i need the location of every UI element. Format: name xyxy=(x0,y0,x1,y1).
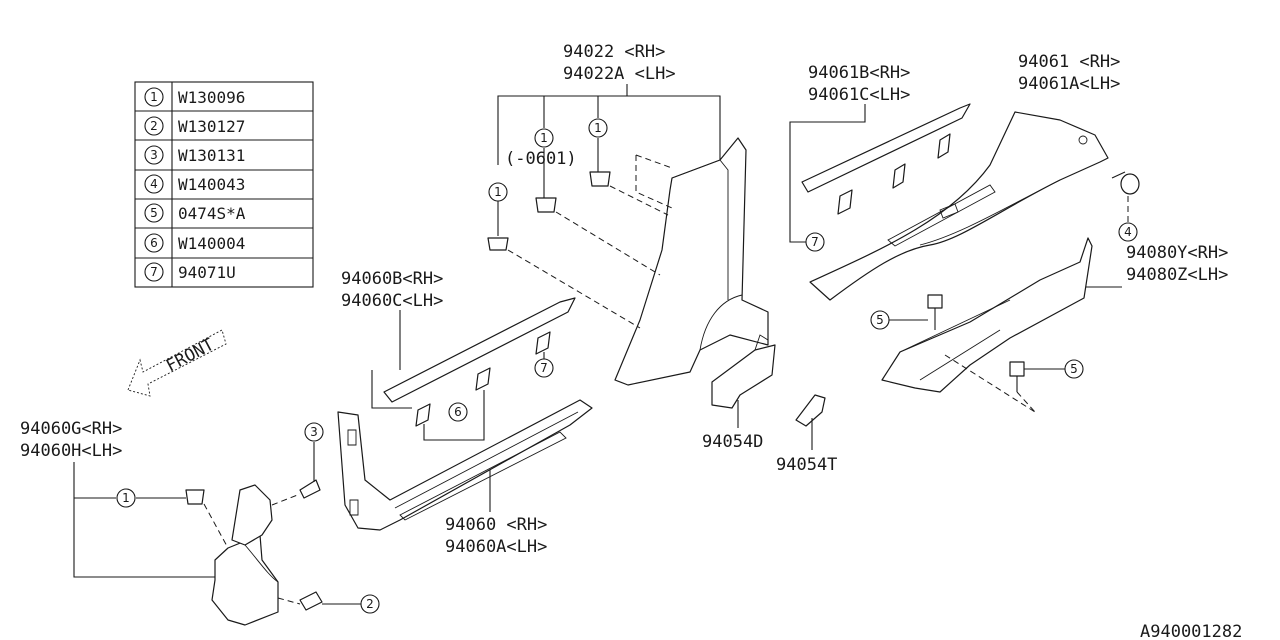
callout-2: 2 xyxy=(366,597,374,611)
cover-94054t: 94054T xyxy=(776,394,837,475)
callout-6: 6 xyxy=(454,405,462,419)
legend-number: 2 xyxy=(150,119,158,133)
label-94060g-rh: 94060G<RH> xyxy=(20,419,122,439)
kick-panel-94060g: 94060G<RH> 94060H<LH> 1 3 2 xyxy=(20,419,380,626)
label-94061c-lh: 94061C<LH> xyxy=(808,85,910,105)
front-arrow: FRONT xyxy=(127,329,227,397)
label-94061a-lh: 94061A<LH> xyxy=(1018,74,1120,94)
label-94022-rh: 94022 <RH> xyxy=(563,42,665,62)
callout-1: 1 xyxy=(122,491,130,505)
legend-number: 7 xyxy=(150,265,158,279)
diagram-id: A940001282 xyxy=(1140,622,1242,640)
legend-row: 3 W130131 xyxy=(144,145,245,165)
legend-number: 3 xyxy=(150,148,158,162)
cover-94054d: 94054D xyxy=(702,334,776,452)
legend-row: 1 W130096 xyxy=(144,87,245,107)
side-sill-trim-94060: 94060 <RH> 94060A<LH> xyxy=(337,399,593,557)
label-94061b-rh: 94061B<RH> xyxy=(808,63,910,83)
front-label: FRONT xyxy=(163,335,218,377)
callout-3: 3 xyxy=(310,425,318,439)
legend-code: 94071U xyxy=(178,263,236,282)
legend-number: 5 xyxy=(150,206,158,220)
label-94080y-rh: 94080Y<RH> xyxy=(1126,243,1228,263)
label-94060c-lh: 94060C<LH> xyxy=(341,291,443,311)
legend-number: 6 xyxy=(150,236,158,250)
legend-code: W130096 xyxy=(178,88,245,107)
label-94080z-lh: 94080Z<LH> xyxy=(1126,265,1228,285)
center-pillar-trim: 94022 <RH> 94022A <LH> 1 1 (-0601) 1 xyxy=(487,42,769,386)
side-sill-trim-94061: 94061 <RH> 94061A<LH> 4 xyxy=(809,52,1140,301)
label-94054t: 94054T xyxy=(776,455,837,475)
callout-1: 1 xyxy=(494,185,502,199)
legend-row: 5 0474S*A xyxy=(144,203,246,223)
scuff-plate-94061b: 94061B<RH> 94061C<LH> 7 xyxy=(789,63,971,252)
bracket-94080y: 94080Y<RH> 94080Z<LH> 5 5 xyxy=(870,237,1228,413)
callout-1: 1 xyxy=(540,131,548,145)
label-94060-rh: 94060 <RH> xyxy=(445,515,547,535)
callout-7: 7 xyxy=(540,361,548,375)
legend-code: W130131 xyxy=(178,146,245,165)
callout-5: 5 xyxy=(876,313,884,327)
scuff-plate-94060b: 94060B<RH> 94060C<LH> 6 7 xyxy=(341,269,576,441)
legend-code: W140043 xyxy=(178,175,245,194)
label-94060h-lh: 94060H<LH> xyxy=(20,441,122,461)
legend-code: W140004 xyxy=(178,234,245,253)
callout-7: 7 xyxy=(811,235,819,249)
label-94054d: 94054D xyxy=(702,432,763,452)
label-94060b-rh: 94060B<RH> xyxy=(341,269,443,289)
legend-row: 4 W140043 xyxy=(144,174,245,194)
label-94060a-lh: 94060A<LH> xyxy=(445,537,547,557)
legend-row: 6 W140004 xyxy=(144,233,245,253)
label-94022-lh: 94022A <LH> xyxy=(563,64,676,84)
legend-code: W130127 xyxy=(178,117,245,136)
legend-number: 1 xyxy=(150,90,158,104)
note-0601: (-0601) xyxy=(505,149,577,169)
callout-5: 5 xyxy=(1070,362,1078,376)
legend-row: 7 94071U xyxy=(144,262,236,282)
legend-row: 2 W130127 xyxy=(144,116,245,136)
legend-number: 4 xyxy=(150,177,158,191)
label-94061-rh: 94061 <RH> xyxy=(1018,52,1120,72)
legend-code: 0474S*A xyxy=(178,204,246,223)
callout-1: 1 xyxy=(594,121,602,135)
callout-4: 4 xyxy=(1124,225,1132,239)
legend-table: 1 W130096 2 W130127 3 W130131 4 W140043 … xyxy=(134,81,314,288)
